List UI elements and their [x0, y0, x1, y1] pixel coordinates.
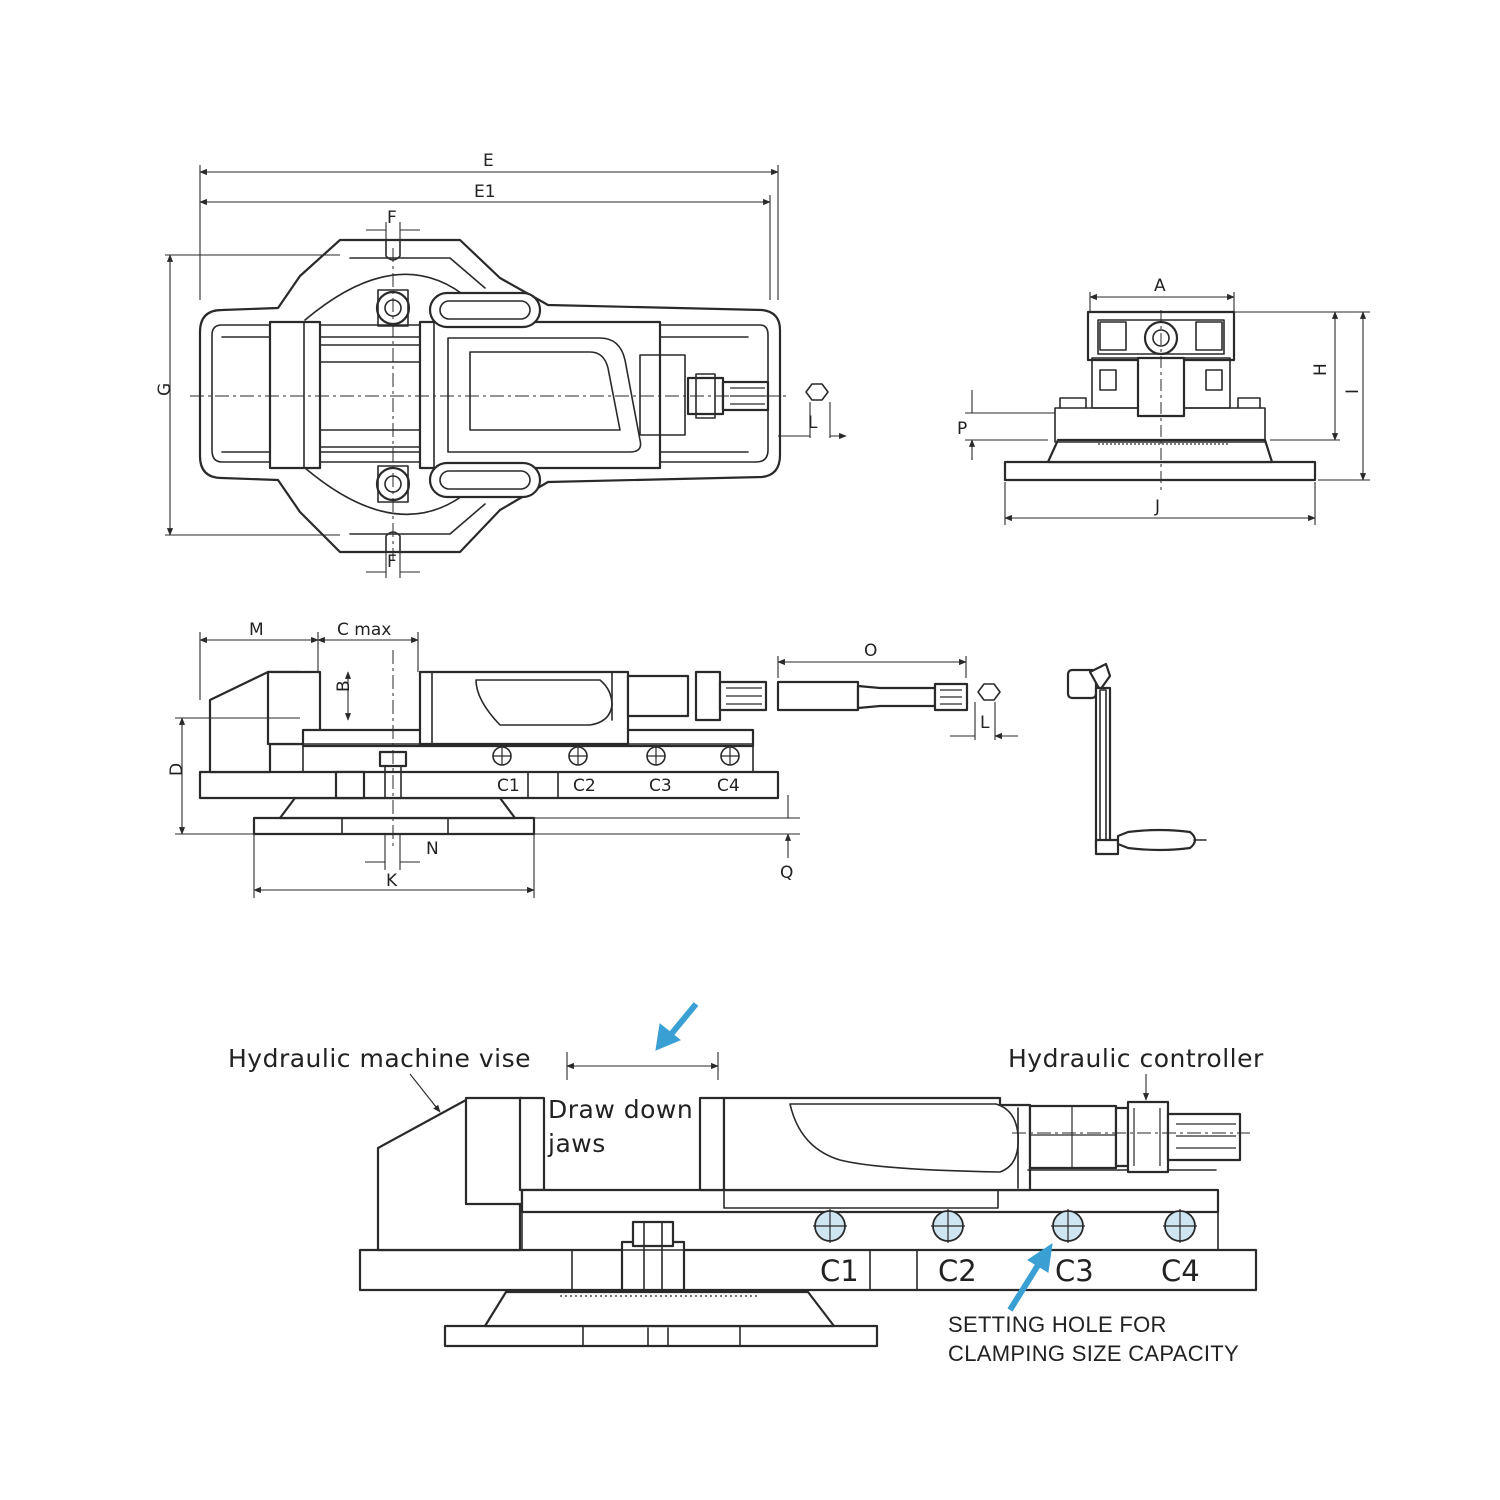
side-c1-label: C1: [497, 776, 520, 796]
callout-c3-label: C3: [1055, 1254, 1094, 1288]
side-c3-label: C3: [649, 776, 672, 796]
dim-B-label: B: [334, 680, 354, 692]
dim-M-label: M: [249, 620, 264, 640]
callout-c2-label: C2: [938, 1254, 977, 1288]
dim-Cmax-label: C max: [337, 620, 391, 640]
hydraulic-machine-vise-label: Hydraulic machine vise: [228, 1044, 531, 1073]
hydraulic-controller-label: Hydraulic controller: [1008, 1044, 1264, 1073]
callout-c4-label: C4: [1161, 1254, 1200, 1288]
draw-down-jaws-label-line1: Draw down: [548, 1095, 693, 1124]
crank-handle: [1066, 662, 1207, 856]
dim-Q-label: Q: [780, 863, 793, 883]
dim-D-label: D: [167, 763, 187, 776]
draw-down-jaws-label-line2: jaws: [547, 1129, 606, 1158]
dim-K-label: K: [386, 871, 398, 891]
side-setting-holes: [492, 746, 740, 766]
dim-A-label: A: [1154, 276, 1166, 296]
side-view: C1 C2 C3 C4 M C max B D N K Q: [167, 620, 1207, 898]
dim-E-label: E: [483, 151, 494, 171]
callout-c1-label: C1: [820, 1254, 859, 1288]
callout-setting-holes: [813, 1209, 1197, 1243]
dim-J-label: J: [1154, 497, 1160, 517]
dim-E1-label: E1: [474, 182, 496, 202]
end-view: A H I P J: [957, 276, 1370, 525]
blue-arrow-icon: [655, 1002, 699, 1051]
dim-N-label: N: [426, 839, 439, 859]
extension-socket: O L: [776, 641, 1018, 740]
setting-hole-note-line1: SETTING HOLE FOR: [948, 1312, 1167, 1337]
side-c4-label: C4: [717, 776, 740, 796]
callout-illustration: C1 C2 C3 C4 Hydraulic machine vise Draw …: [228, 1002, 1264, 1366]
dim-L-side-label: L: [980, 713, 990, 733]
dim-H-label: H: [1311, 363, 1331, 376]
dim-O-label: O: [864, 641, 877, 661]
dim-F-top-label: F: [387, 208, 397, 228]
side-c2-label: C2: [573, 776, 596, 796]
dim-P-label: P: [957, 419, 967, 439]
setting-hole-note-line2: CLAMPING SIZE CAPACITY: [948, 1341, 1239, 1366]
dim-I-label: I: [1343, 389, 1363, 394]
blue-arrow-setting-icon: [1007, 1242, 1053, 1312]
dim-L-top-label: L: [808, 413, 818, 433]
dim-F-bottom-label: F: [387, 552, 397, 572]
dim-G-label: G: [155, 383, 175, 396]
top-view: E E1 F F G L: [155, 151, 846, 578]
